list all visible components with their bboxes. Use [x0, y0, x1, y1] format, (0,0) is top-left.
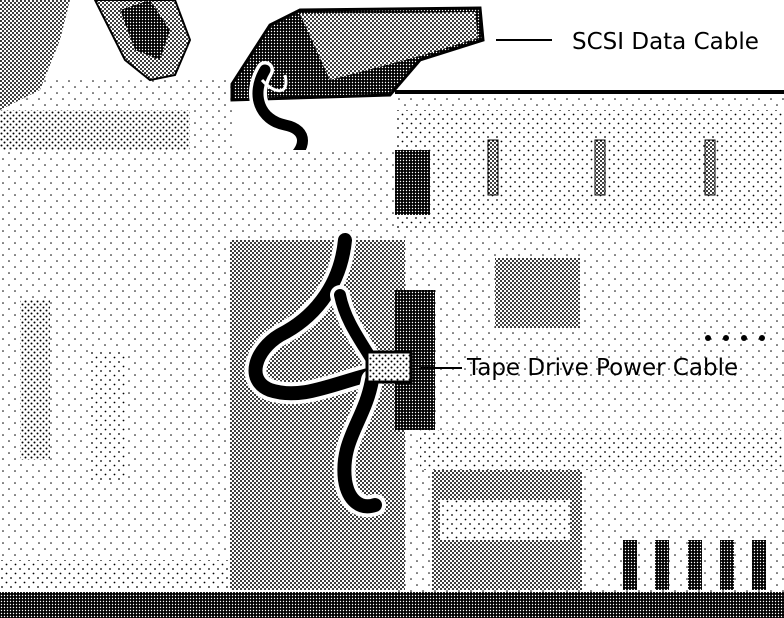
scsi-data-cable-label: SCSI Data Cable [572, 29, 759, 55]
tape-drive-power-cable [244, 229, 413, 518]
center-panel [230, 150, 435, 590]
bottom-base [0, 592, 784, 618]
tape-drive-power-cable-label: Tape Drive Power Cable [467, 355, 739, 381]
scsi-data-cable [248, 61, 312, 169]
left-chassis [0, 0, 235, 590]
scsi-connector-bracket [230, 6, 485, 102]
drive-bay [385, 90, 784, 592]
